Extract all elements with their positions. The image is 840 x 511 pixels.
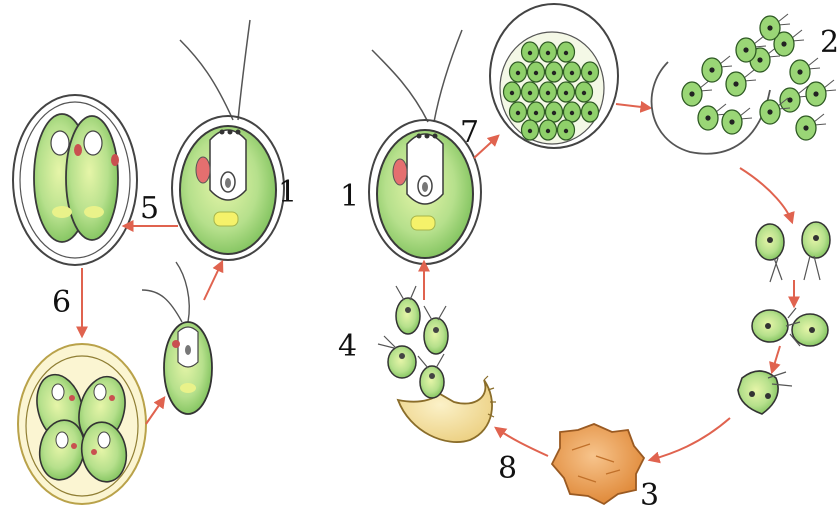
label-stage-3: 3 (640, 478, 659, 511)
arrow-6-to-zoospore (146, 398, 164, 424)
released-gametes-2 (652, 14, 836, 154)
gamete-free (722, 108, 752, 134)
gamete-packed (528, 102, 545, 122)
label-stage-1-right: 1 (340, 179, 359, 214)
arrow-2-to-pairing (740, 168, 792, 222)
gamete-packed (522, 82, 539, 102)
label-stage-6: 6 (52, 285, 71, 320)
gamete-free (726, 70, 756, 96)
gamete-free (682, 80, 712, 106)
zoospores-in-sporangium-6 (18, 344, 146, 504)
gamete-packed (558, 120, 575, 140)
young-zygote (738, 371, 792, 414)
label-stage-8: 8 (498, 451, 517, 486)
gamete-free (790, 58, 820, 84)
mature-cell-left (172, 20, 284, 260)
gamete-packed (540, 82, 557, 102)
gamete-free (806, 80, 836, 106)
free-zoospore (142, 262, 212, 414)
gamete-packed (576, 82, 593, 102)
dormant-zygote-3 (552, 424, 644, 504)
arrow-zoospore-to-1 (204, 262, 222, 300)
gamete-packed (558, 82, 575, 102)
zoospores-4 (378, 286, 448, 398)
arrow-7-to-2 (616, 104, 650, 108)
label-stage-5: 5 (140, 191, 159, 226)
label-stage-1-left: 1 (278, 175, 297, 210)
arrow-zygote-to-3 (650, 418, 730, 460)
gamete-packed (522, 42, 539, 62)
gamete-packed (522, 120, 539, 140)
label-stage-4: 4 (338, 329, 357, 364)
gamete-packed (528, 62, 545, 82)
label-stage-2: 2 (820, 25, 839, 60)
germinating-zygote-8 (398, 376, 496, 442)
gamete-free (796, 114, 826, 140)
gamete-packed (540, 120, 557, 140)
gamete-packed (540, 42, 557, 62)
gamete-packed (582, 102, 599, 122)
gametangium-7 (490, 4, 618, 148)
sporangium-cell-5 (13, 95, 137, 265)
fusing-gametes (752, 308, 828, 346)
pairing-gametes (756, 222, 830, 282)
gamete-packed (504, 82, 521, 102)
gamete-packed (558, 42, 575, 62)
gamete-packed (510, 102, 527, 122)
gamete-packed (564, 102, 581, 122)
gamete-packed (510, 62, 527, 82)
gamete-packed (564, 62, 581, 82)
gamete-packed (546, 102, 563, 122)
arrow-fusing-to-zygote (772, 346, 780, 372)
gamete-packed (546, 62, 563, 82)
label-stage-7: 7 (460, 115, 479, 150)
gamete-packed (582, 62, 599, 82)
